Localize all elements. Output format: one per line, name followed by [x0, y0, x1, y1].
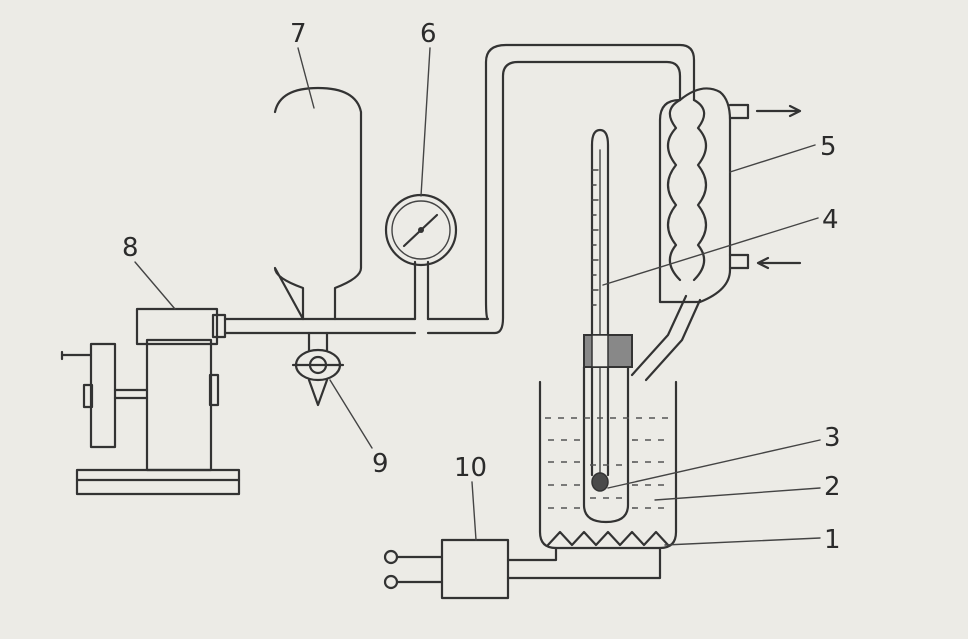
stopcock [291, 331, 345, 407]
pump-base [75, 468, 241, 496]
controller [383, 538, 662, 600]
label-6: 6 [420, 19, 437, 49]
label-8: 8 [122, 233, 139, 263]
heater-coil [546, 530, 670, 547]
terminal-2 [383, 574, 399, 590]
water-outlet-arrow [755, 104, 802, 118]
label-3: 3 [824, 423, 841, 453]
label-10: 10 [454, 453, 487, 483]
pump-head [135, 307, 219, 346]
vacuum-pump [60, 307, 241, 496]
reflux-condenser [630, 87, 802, 382]
connecting-tubing [223, 43, 696, 335]
label-2: 2 [824, 472, 841, 502]
label-4: 4 [822, 205, 839, 235]
terminal-1 [383, 549, 399, 565]
manometer-gauge [384, 193, 458, 267]
pump-body [145, 338, 213, 472]
label-5: 5 [820, 132, 837, 162]
stopper [583, 334, 633, 368]
leader-lines [134, 47, 821, 546]
label-1: 1 [824, 525, 841, 555]
liquid-bath [538, 380, 678, 550]
sample-tube [582, 365, 630, 524]
label-7: 7 [290, 19, 307, 49]
thermometer [590, 128, 610, 492]
pump-flywheel [89, 342, 117, 449]
label-9: 9 [372, 449, 389, 479]
water-inlet-arrow [756, 256, 802, 270]
buffer-vessel [273, 86, 363, 321]
